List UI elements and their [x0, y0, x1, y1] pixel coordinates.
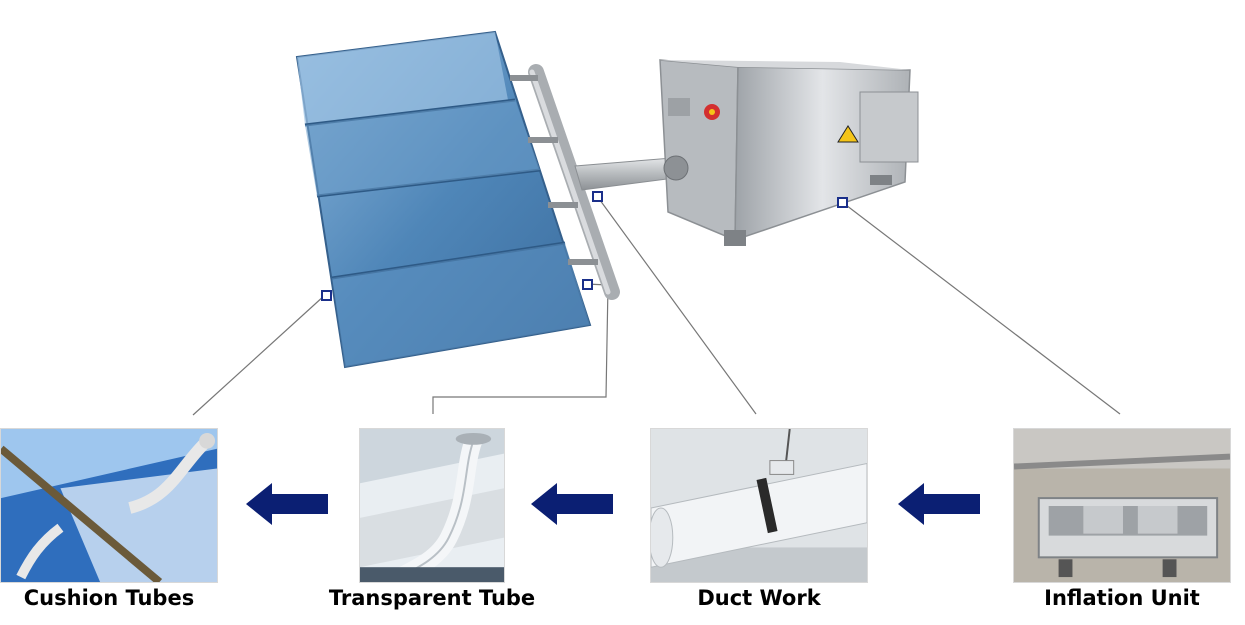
cushion-panel — [295, 30, 592, 369]
transparent-tube-photo — [359, 428, 505, 583]
flow-arrow-left-1 — [246, 483, 328, 525]
flow-arrow-left-3 — [898, 483, 980, 525]
flow-arrow-left-2 — [531, 483, 613, 525]
cushion-tubes-photo — [0, 428, 218, 583]
inflation-unit-box — [659, 59, 919, 246]
caption-inflation-unit: Inflation Unit — [1044, 586, 1200, 610]
caption-cushion-tubes: Cushion Tubes — [23, 586, 195, 610]
marker-inflation-unit — [837, 197, 848, 208]
marker-duct-work — [592, 191, 603, 202]
manifold-pipe — [510, 64, 620, 300]
duct-pipe — [574, 157, 676, 191]
duct-work-photo — [650, 428, 868, 583]
inflation-unit-photo — [1013, 428, 1231, 583]
caption-duct-work: Duct Work — [697, 586, 821, 610]
leader-lines — [192, 195, 1121, 416]
marker-transparent-tube — [582, 279, 593, 290]
caption-transparent-tube: Transparent Tube — [328, 586, 536, 610]
marker-cushion-tubes — [321, 290, 332, 301]
